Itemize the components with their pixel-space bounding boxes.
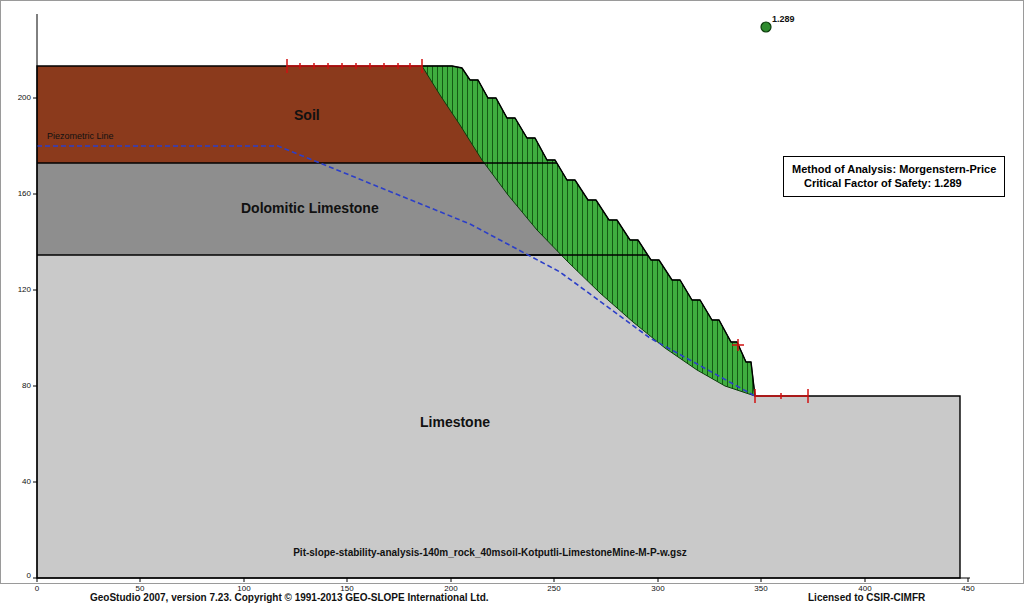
- axes: [33, 14, 970, 582]
- limestone-region: Limestone: [420, 414, 490, 431]
- y-tick: 40: [22, 477, 31, 486]
- file-name: Pit-slope-stability-analysis-140m_rock_4…: [293, 547, 687, 559]
- region-label: Soil: [294, 107, 320, 124]
- info-line: Critical Factor of Safety: 1.289: [792, 176, 996, 190]
- strata: [30, 60, 970, 585]
- x-tick: 100: [237, 584, 250, 593]
- piezometric-line: [37, 146, 755, 396]
- region-label: Limestone: [420, 414, 490, 431]
- region-label: Dolomitic Limestone: [241, 200, 379, 217]
- exit-range-marker: [732, 339, 808, 403]
- entry-range-marker: [287, 59, 422, 73]
- copyright-note: GeoStudio 2007, version 7.23. Copyright …: [90, 592, 489, 604]
- soil-region: Soil: [294, 107, 320, 124]
- y-tick: 160: [18, 189, 31, 198]
- x-tick: 350: [754, 584, 767, 593]
- x-tick: 450: [961, 584, 974, 593]
- piezometric-label: Piezometric Line: [47, 131, 114, 141]
- analysis-info-box: Method of Analysis: Morgenstern-PriceCri…: [783, 156, 1005, 197]
- limestone-layer: [30, 255, 970, 585]
- y-tick: 0: [27, 571, 31, 580]
- y-tick: 200: [18, 93, 31, 102]
- y-tick: 120: [18, 285, 31, 294]
- info-line: Method of Analysis: Morgenstern-Price: [792, 162, 996, 176]
- x-tick: 0: [35, 584, 39, 593]
- dolomitic-limestone-region: Dolomitic Limestone: [241, 200, 379, 217]
- safety-factor-value: 1.289: [772, 14, 795, 24]
- license-note: Licensed to CSIR-CIMFR: [808, 592, 925, 604]
- layer-boundary: [420, 254, 970, 255]
- x-tick: 50: [136, 584, 145, 593]
- slip-center-dot: [761, 22, 771, 32]
- x-tick: 250: [547, 584, 560, 593]
- ground-outline: [37, 66, 960, 578]
- x-tick: 150: [340, 584, 353, 593]
- slip-mass: [422, 66, 755, 396]
- layer-boundary: [37, 254, 970, 255]
- x-tick: 300: [651, 584, 664, 593]
- x-tick: 200: [444, 584, 457, 593]
- x-tick: 400: [858, 584, 871, 593]
- y-tick: 80: [22, 381, 31, 390]
